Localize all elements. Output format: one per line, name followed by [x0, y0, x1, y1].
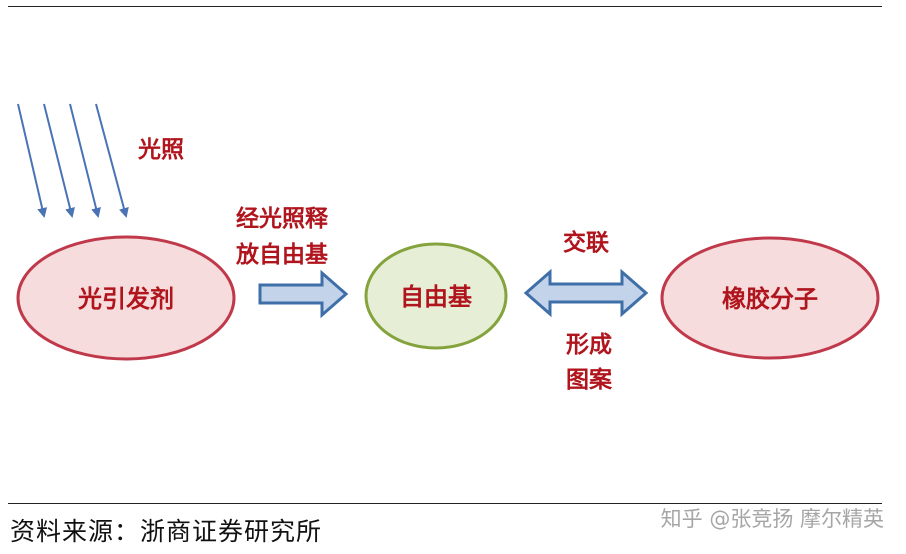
- photoinitiator-label: 光引发剂: [77, 285, 174, 313]
- light-rays: [17, 103, 129, 218]
- top-rule: [8, 6, 882, 7]
- release-arrow: [258, 269, 349, 319]
- light-ray: [43, 103, 75, 218]
- photoinitiation-diagram: 光照 光引发剂 经光照释 放自由基 自由基 交联 形成 图案 橡胶分子: [16, 103, 880, 393]
- release-label-line2: 放自由基: [235, 241, 329, 268]
- watermark: 知乎 @张竞扬 摩尔精英: [660, 507, 884, 531]
- release-label-line1: 经光照释: [236, 205, 329, 232]
- light-ray: [95, 103, 129, 218]
- photoinitiator-node: [16, 235, 236, 361]
- light-label: 光照: [137, 137, 184, 163]
- source-note: 资料来源：浙商证券研究所: [10, 517, 323, 546]
- rubber-molecule-node: [660, 236, 880, 360]
- pattern-label-line1: 形成: [566, 332, 612, 358]
- light-ray: [17, 103, 48, 218]
- light-ray: [69, 103, 101, 218]
- free-radical-label: 自由基: [400, 283, 473, 311]
- crosslink-label: 交联: [563, 229, 609, 256]
- rubber-molecule-label: 橡胶分子: [722, 285, 818, 313]
- pattern-label-line2: 图案: [566, 366, 613, 393]
- bottom-rule: [8, 503, 882, 504]
- free-radical-node: [364, 242, 508, 350]
- crosslink-double-arrow: [523, 268, 649, 318]
